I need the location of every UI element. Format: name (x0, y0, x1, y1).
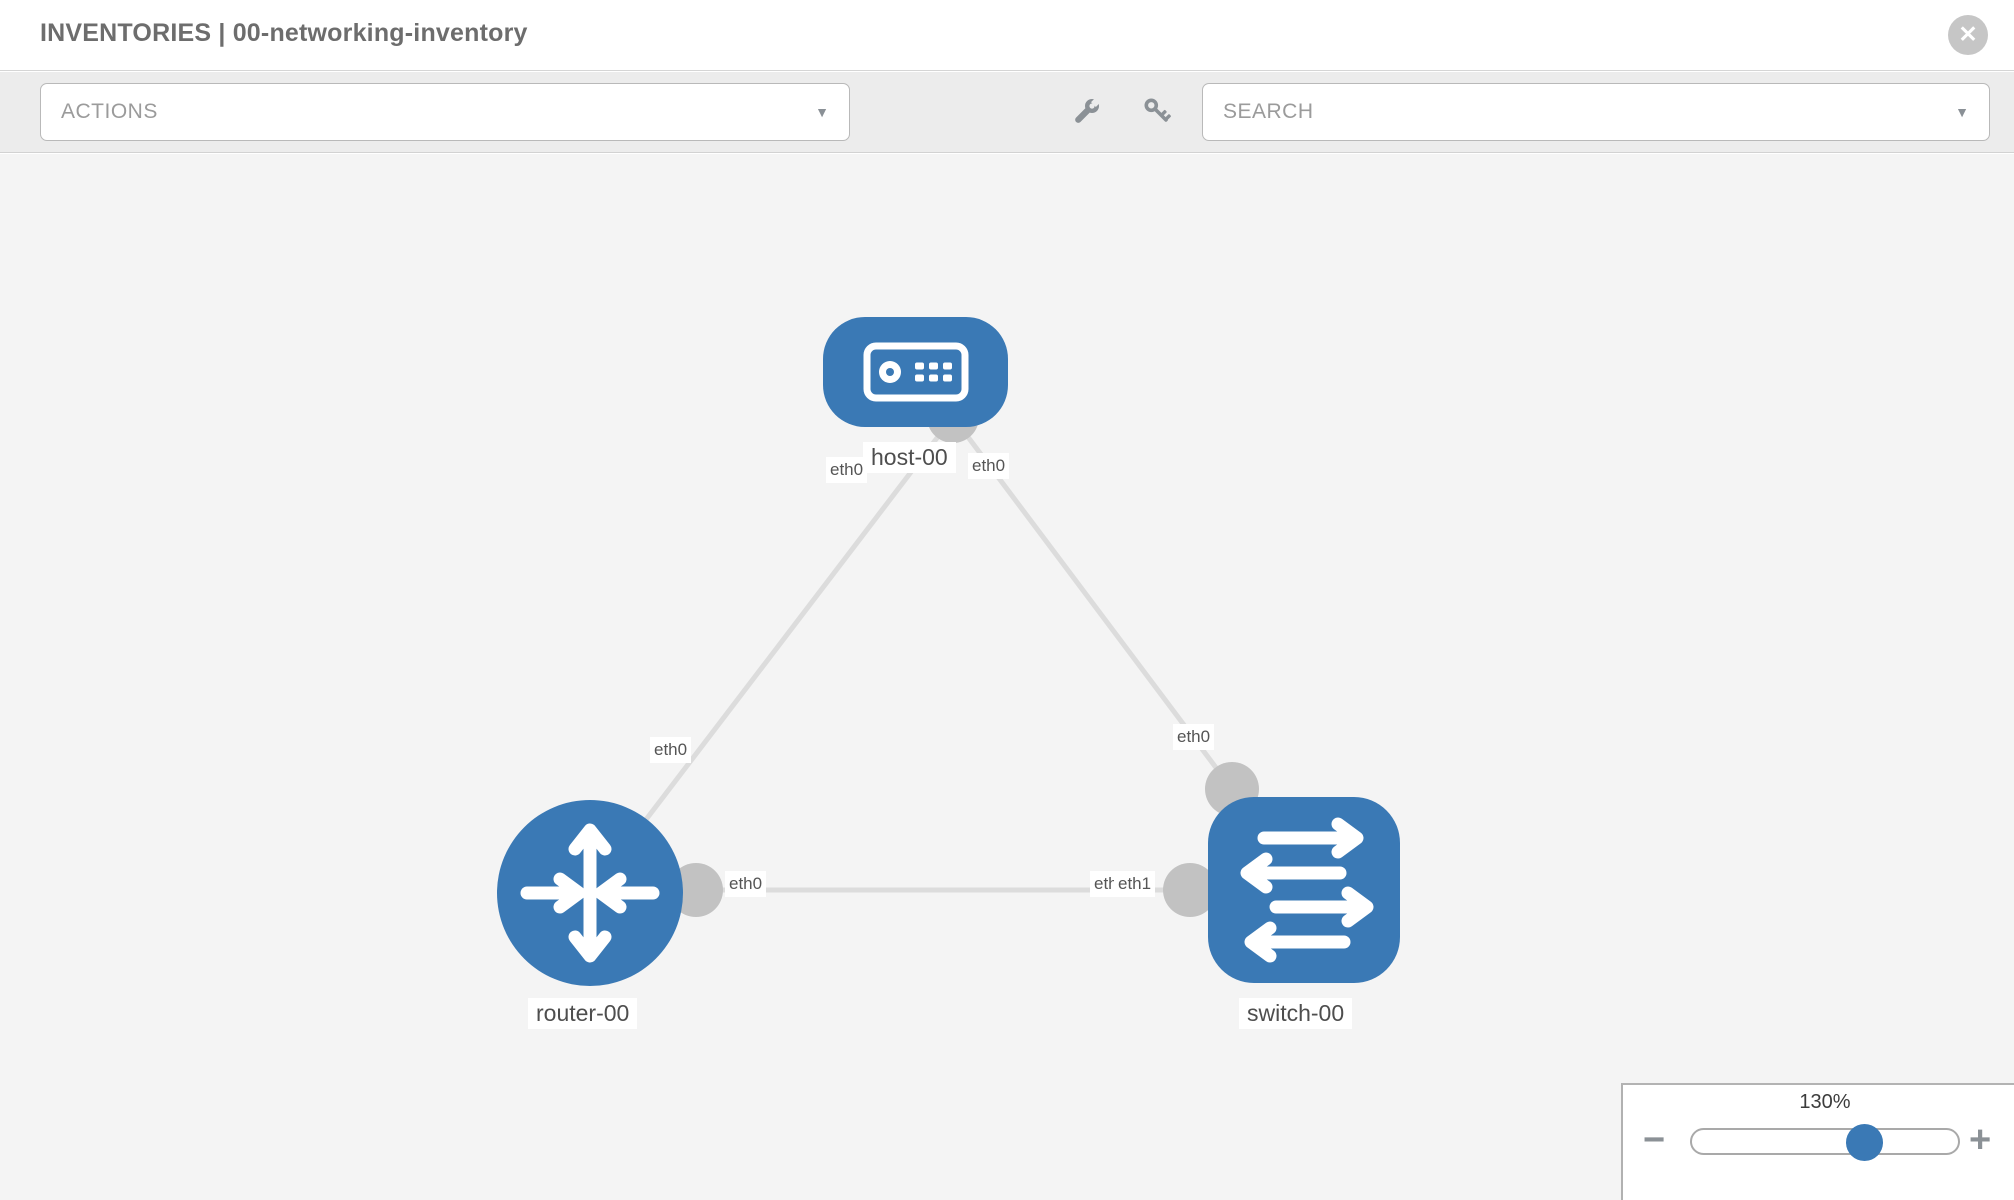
page-title: INVENTORIES | 00-networking-inventory (40, 19, 528, 47)
node-router-00[interactable] (497, 800, 683, 986)
if-label-router-eth0-top: eth0 (650, 737, 692, 763)
toolbar: ACTIONS ▼ SEARCH ▼ (0, 72, 2014, 153)
zoom-out-button[interactable]: − (1643, 1119, 1666, 1161)
router-icon (520, 823, 660, 963)
server-icon (863, 342, 968, 402)
link-host-router[interactable] (588, 415, 955, 895)
topology-canvas[interactable]: host-00 router-00 switch-00 eth0 eth0 et… (0, 154, 2014, 1200)
close-icon: ✕ (1958, 20, 1978, 47)
node-label-router-00: router-00 (528, 998, 638, 1029)
key-icon[interactable] (1140, 94, 1176, 130)
close-button[interactable]: ✕ (1948, 15, 1988, 55)
actions-dropdown[interactable]: ACTIONS ▼ (40, 83, 850, 141)
node-switch-00[interactable] (1208, 797, 1400, 983)
if-label-host-eth0-left: eth0 (826, 457, 868, 483)
chevron-down-icon: ▼ (815, 104, 829, 120)
header-bar: INVENTORIES | 00-networking-inventory ✕ (0, 0, 2014, 71)
links-layer (588, 391, 1259, 917)
actions-dropdown-label: ACTIONS (61, 100, 158, 123)
search-placeholder: SEARCH (1223, 100, 1314, 123)
zoom-slider-thumb[interactable] (1846, 1124, 1883, 1161)
interface-dot-router[interactable] (669, 863, 723, 917)
wrench-icon[interactable] (1068, 94, 1104, 130)
if-label-switch-eth0-top: eth0 (1173, 724, 1215, 750)
node-label-host-00: host-00 (863, 442, 956, 473)
zoom-slider-track[interactable] (1690, 1128, 1960, 1155)
zoom-level-value: 130% (1799, 1091, 1851, 1113)
if-label-switch-eth1: eth1 (1114, 871, 1156, 897)
if-label-router-eth0-right: eth0 (725, 871, 767, 897)
interface-dot-switch-left[interactable] (1163, 863, 1217, 917)
if-label-host-eth0-right: eth0 (968, 453, 1010, 479)
chevron-down-icon: ▼ (1955, 104, 1969, 120)
search-dropdown[interactable]: SEARCH ▼ (1202, 83, 1990, 141)
zoom-in-button[interactable]: + (1969, 1119, 1992, 1161)
node-host-00[interactable] (823, 317, 1008, 427)
zoom-control-panel: 130% − + (1621, 1083, 2014, 1200)
node-label-switch-00: switch-00 (1239, 998, 1353, 1029)
switch-icon (1240, 817, 1374, 963)
